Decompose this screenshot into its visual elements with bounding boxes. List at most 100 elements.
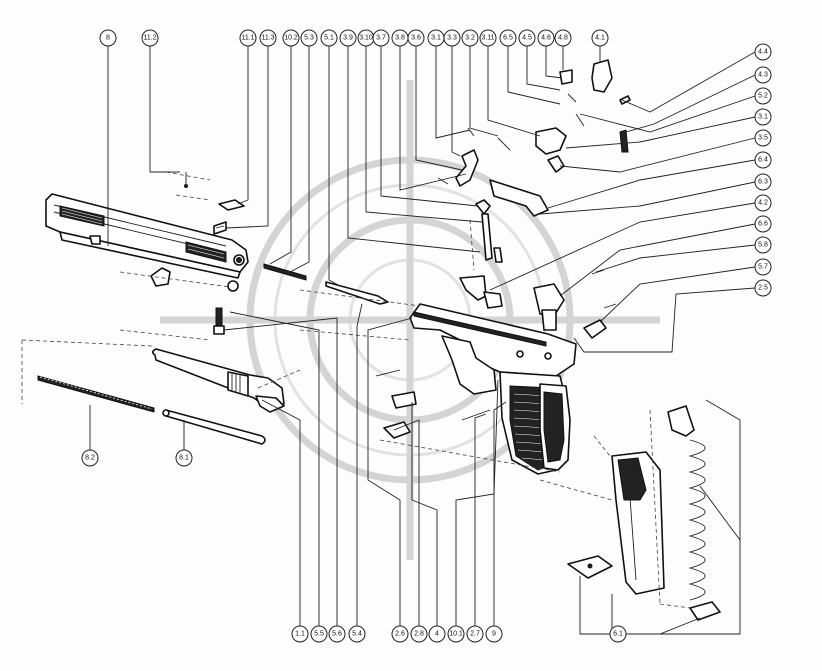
callout-left: 8.1 [175,449,193,467]
svg-text:11.1: 11.1 [241,35,254,42]
slide-small-parts [119,171,245,292]
callout-bottom: 10.1 [447,625,465,643]
callout-top: 5.1 [320,29,338,47]
callout-right: 4.3 [754,66,772,84]
svg-text:5.8: 5.8 [758,242,768,249]
callout-right: 5.8 [754,236,772,254]
callout-right: 4.4 [754,43,772,61]
callout-top: 3.11 [479,29,497,47]
callout-top: 11.1 [239,29,257,47]
callout-top: 10.2 [282,29,300,47]
svg-text:4.2: 4.2 [758,200,768,207]
svg-text:3.7: 3.7 [376,35,386,42]
callouts-right: 4.4 4.3 5.2 3.1 3.5 6.4 6.3 4.2 6.6 5.8 … [754,43,772,297]
svg-text:4.3: 4.3 [758,72,768,79]
svg-text:4.6: 4.6 [541,35,551,42]
svg-text:3.10: 3.10 [359,35,373,42]
svg-text:3.6: 3.6 [411,35,421,42]
svg-text:3.2: 3.2 [465,35,475,42]
callout-right: 3.5 [754,129,772,147]
callout-bottom: 5.6 [328,625,346,643]
callouts-magazine: 6.1 [609,625,627,643]
svg-text:8.2: 8.2 [85,455,95,462]
callout-top: 11.3 [259,29,277,47]
callout-right: 2.5 [754,279,772,297]
svg-text:2.8: 2.8 [414,631,424,638]
callout-bottom: 5.5 [310,625,328,643]
svg-text:4.5: 4.5 [522,35,532,42]
callout-bottom: 2.7 [466,625,484,643]
svg-text:2.5: 2.5 [758,285,768,292]
callouts-left: 8.2 8.1 [81,449,193,467]
svg-text:3.3: 3.3 [447,35,457,42]
svg-text:11.2: 11.2 [143,35,156,42]
callout-right: 3.1 [754,108,772,126]
callout-top: 3.2 [461,29,479,47]
svg-text:2.7: 2.7 [470,631,480,638]
callout-top: 4.1 [591,29,609,47]
svg-text:6.4: 6.4 [758,157,768,164]
svg-text:3.1: 3.1 [758,114,768,121]
barrel [151,348,285,413]
svg-text:4.4: 4.4 [758,49,768,56]
callout-top: 3.8 [391,29,409,47]
svg-text:4.8: 4.8 [558,35,568,42]
callout-top: 11.2 [141,29,159,47]
svg-text:5.4: 5.4 [352,631,362,638]
svg-text:5.1: 5.1 [324,35,334,42]
callout-top: 4.6 [537,29,555,47]
svg-text:8.1: 8.1 [179,455,189,462]
callout-top: 3.1 [427,29,445,47]
svg-text:6.5: 6.5 [503,35,513,42]
callouts-top: 8 11.2 11.1 11.3 10.2 5.3 5.1 3.9 3.10 3… [99,29,609,47]
callout-bottom: 2.6 [391,625,409,643]
svg-text:11.3: 11.3 [261,35,274,42]
callout-right: 4.2 [754,194,772,212]
svg-text:6.1: 6.1 [613,631,623,638]
callout-left: 8.2 [81,449,99,467]
callout-top: 4.8 [554,29,572,47]
callout-top: 4.5 [518,29,536,47]
slide-assembly [45,193,249,279]
svg-text:3.11: 3.11 [481,35,494,42]
callout-bottom: 2.8 [410,625,428,643]
leader-lines [89,38,756,635]
callout-bottom: 9 [485,625,503,643]
callout-top: 3.10 [357,29,375,47]
svg-text:6.6: 6.6 [758,221,768,228]
svg-text:3.8: 3.8 [395,35,405,42]
svg-text:5.2: 5.2 [758,93,768,100]
svg-text:4: 4 [435,631,439,638]
svg-text:8: 8 [106,35,110,42]
assembly-dash-lines [21,219,561,473]
svg-text:10.1: 10.1 [449,631,463,638]
callout-right: 6.4 [754,151,772,169]
callout-right: 5.7 [754,258,772,276]
svg-text:9: 9 [492,631,496,638]
callout-bottom: 4 [428,625,446,643]
callout-bottom: 1.1 [291,625,309,643]
callout-magazine: 6.1 [609,625,627,643]
svg-text:5.3: 5.3 [304,35,314,42]
callouts-bottom: 1.1 5.5 5.6 5.4 2.6 2.8 4 10.1 2.7 9 [291,625,503,643]
svg-text:5.6: 5.6 [332,631,342,638]
callout-top: 5.3 [300,29,318,47]
svg-text:5.5: 5.5 [314,631,324,638]
recoil-spring [37,375,155,413]
callout-top: 6.5 [499,29,517,47]
svg-text:5.7: 5.7 [758,264,768,271]
callout-bottom: 5.4 [348,625,366,643]
callout-top: 3.9 [339,29,357,47]
svg-text:1.1: 1.1 [295,631,305,638]
watermark-target-logo [160,80,660,560]
magazine [539,405,721,621]
callout-right: 6.3 [754,173,772,191]
callout-top: 3.7 [372,29,390,47]
svg-text:3.9: 3.9 [343,35,353,42]
svg-text:3.5: 3.5 [758,135,768,142]
callout-right: 5.2 [754,87,772,105]
svg-text:2.6: 2.6 [395,631,405,638]
svg-text:4.1: 4.1 [595,35,605,42]
